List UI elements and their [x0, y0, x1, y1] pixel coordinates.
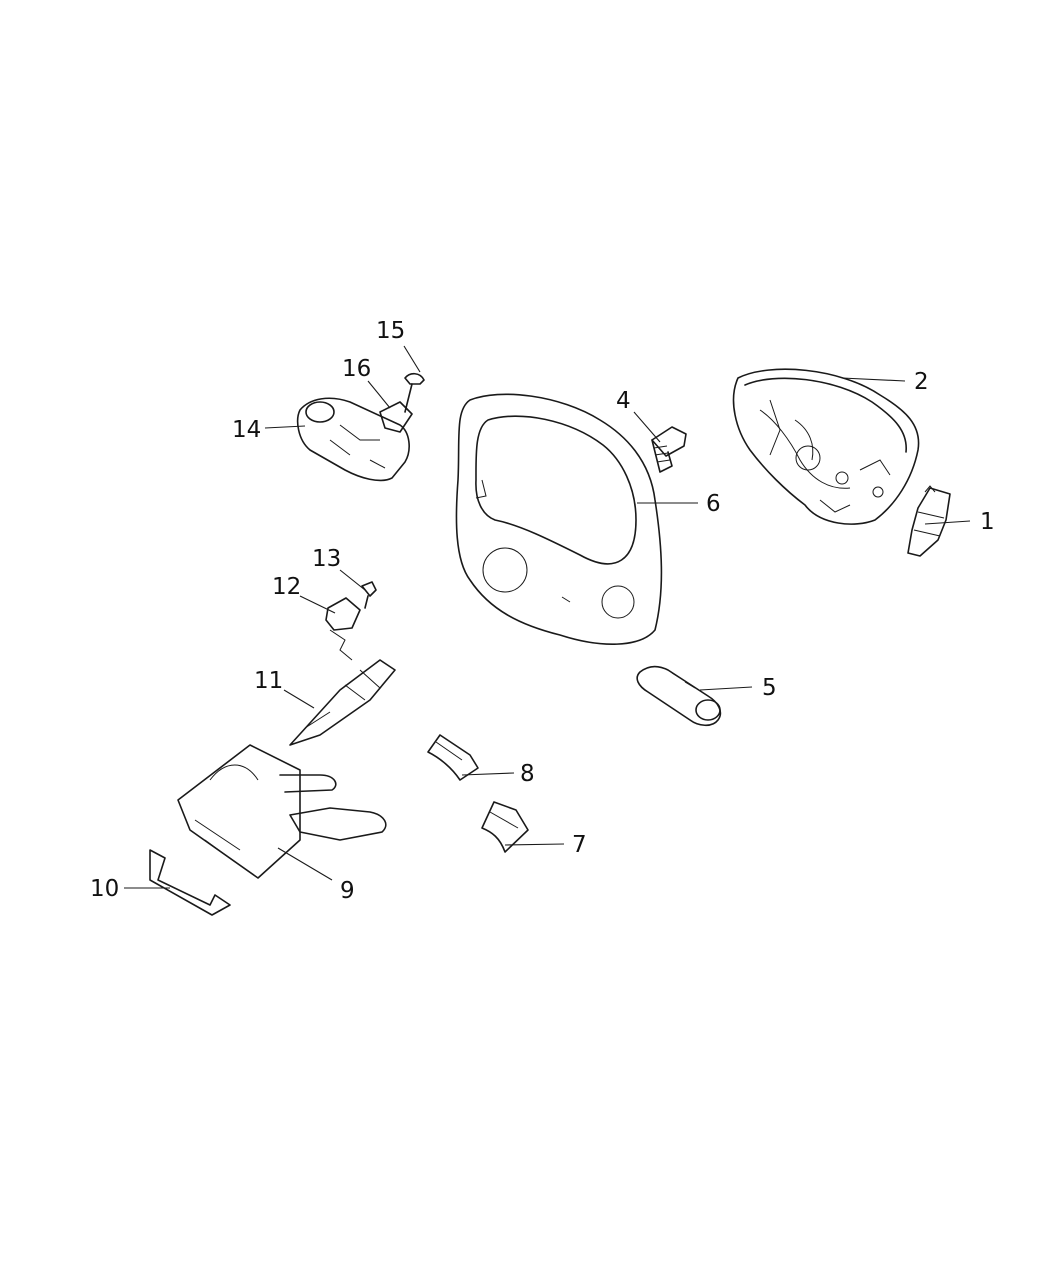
- callout-8: 8: [520, 761, 535, 787]
- trim-cover-icon: [427, 734, 479, 781]
- callout-9: 9: [340, 878, 355, 904]
- callout-12: 12: [272, 574, 301, 600]
- steering-wheel-icon: [455, 393, 663, 645]
- connector-icon: [325, 597, 361, 661]
- callout-10: 10: [90, 876, 119, 902]
- leader-lines: [124, 345, 971, 889]
- callout-7: 7: [572, 832, 587, 858]
- clip-icon: [404, 372, 425, 413]
- callout-labels: 1 2 4 5 6 7 8 9 10 11 12 13 14 15 16: [90, 318, 995, 904]
- clip-icon: [361, 581, 377, 609]
- callout-16: 16: [342, 356, 371, 382]
- callout-4: 4: [616, 388, 631, 414]
- callout-2: 2: [914, 369, 929, 395]
- trim-cover-icon: [481, 801, 529, 853]
- switch-module-icon: [907, 485, 951, 557]
- column-switch-assembly-icon: [177, 744, 387, 879]
- callout-6: 6: [706, 491, 721, 517]
- callout-1: 1: [980, 509, 995, 535]
- cylinder-switch-icon: [636, 665, 722, 727]
- callout-13: 13: [312, 546, 341, 572]
- clockspring-icon: [296, 397, 410, 482]
- callout-14: 14: [232, 417, 261, 443]
- callout-5: 5: [762, 675, 777, 701]
- callout-15: 15: [376, 318, 405, 344]
- connector-icon: [379, 401, 413, 433]
- wiring-connector-icon: [289, 659, 396, 746]
- screw-icon: [651, 426, 687, 473]
- airbag-module-icon: [732, 368, 920, 525]
- bracket-icon: [149, 849, 231, 916]
- callout-11: 11: [254, 668, 283, 694]
